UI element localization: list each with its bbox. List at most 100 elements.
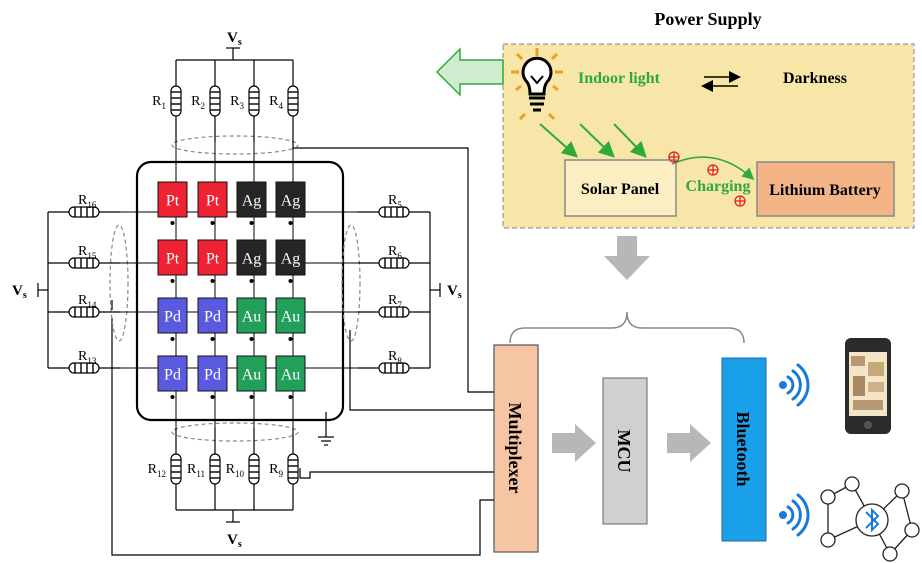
- sensor-material-label: Ag: [281, 251, 301, 268]
- pipeline: Multiplexer MCU Bluetooth: [493, 344, 767, 553]
- sensor-material-label: Pd: [164, 367, 181, 384]
- smartphone-icon: [845, 338, 891, 434]
- power-to-pipeline-arrow: [604, 236, 650, 280]
- resistor-label: R3: [230, 94, 244, 111]
- resistor-R1: R1: [152, 60, 182, 142]
- sensor-material-label: Au: [242, 367, 262, 384]
- mux-to-mcu-arrow: [552, 424, 596, 462]
- sensor-material-label: Au: [281, 309, 301, 326]
- sensor-material-label: Pt: [206, 251, 220, 268]
- charge-plus-icons: [668, 151, 746, 207]
- resistor-R6: R6: [358, 244, 430, 269]
- darkness-label: Darkness: [783, 70, 847, 87]
- vs-label-right: Vs: [447, 283, 462, 301]
- bluetooth-box: [721, 357, 767, 542]
- sensor-cell-ag: Ag: [236, 181, 267, 225]
- sensor-cell-ag: Ag: [275, 181, 306, 225]
- resistor-R4: R4: [269, 60, 299, 142]
- resistor-R13: R13: [48, 349, 120, 374]
- bluetooth-label: Bluetooth: [733, 411, 753, 486]
- light-rays: [539, 123, 647, 158]
- resistor-R11: R11: [187, 428, 221, 510]
- sensor-material-label: Pd: [204, 309, 221, 326]
- swap-arrows-icon: [701, 71, 741, 92]
- power-supply-title: Power Supply: [654, 9, 761, 29]
- sensor-material-label: Pt: [166, 193, 180, 210]
- mcu-to-bluetooth-arrow: [667, 424, 711, 462]
- resistor-label: R5: [388, 193, 402, 210]
- resistor-label: R15: [78, 244, 97, 261]
- resistor-R3: R3: [230, 60, 260, 142]
- multiplexer-label: Multiplexer: [505, 403, 525, 494]
- vs-label-bottom: Vs: [227, 532, 242, 550]
- supply-labels: Vs Vs Vs Vs: [12, 30, 462, 550]
- resistor-label: R11: [187, 462, 205, 479]
- sensor-material-label: Ag: [281, 193, 301, 210]
- resistor-R9: R9: [269, 428, 299, 510]
- bluetooth-network-icon: [820, 476, 920, 562]
- resistor-R5: R5: [358, 193, 430, 218]
- lithium-battery-label: Lithium Battery: [769, 182, 881, 199]
- resistor-label: R16: [78, 193, 97, 210]
- resistor-label: R4: [269, 94, 283, 111]
- sensor-cell-au: Au: [236, 297, 267, 341]
- sensor-array-circuit: [37, 47, 494, 556]
- sensor-cell-pd: Pd: [157, 355, 188, 399]
- sensor-material-label: Pd: [164, 309, 181, 326]
- resistor-R16: R16: [48, 193, 120, 218]
- vs-label-top: Vs: [227, 30, 242, 48]
- sensor-cell-au: Au: [275, 355, 306, 399]
- sensor-material-label: Pt: [166, 251, 180, 268]
- sensor-material-label: Ag: [242, 251, 262, 268]
- resistor-label: R6: [388, 244, 402, 261]
- resistor-R8: R8: [358, 349, 430, 374]
- sensor-material-label: Pd: [204, 367, 221, 384]
- resistor-label: R12: [148, 462, 166, 479]
- sensor-material-label: Pt: [206, 193, 220, 210]
- mcu-box: [602, 377, 648, 525]
- sensor-cell-pt: Pt: [197, 181, 228, 225]
- sensor-material-label: Au: [242, 309, 262, 326]
- mcu-label: MCU: [614, 430, 634, 473]
- sensor-cell-pd: Pd: [197, 355, 228, 399]
- resistor-label: R8: [388, 349, 402, 366]
- resistor-label: R10: [226, 462, 245, 479]
- multiplexer-box: [493, 344, 539, 553]
- resistor-label: R1: [152, 94, 166, 111]
- power-supply-group: Power Supply Indoor light Darkness: [502, 9, 915, 229]
- sensor-cell-pd: Pd: [157, 297, 188, 341]
- lithium-battery-box: [756, 161, 895, 217]
- wireless-signal-icon: [779, 363, 810, 407]
- resistor-R2: R2: [191, 60, 221, 142]
- sensor-material-label: Ag: [242, 193, 262, 210]
- resistor-R15: R15: [48, 244, 120, 269]
- resistor-R14: R14: [48, 293, 120, 318]
- charging-label: Charging: [686, 178, 751, 195]
- power-to-array-arrow: [435, 47, 504, 97]
- vs-label-left: Vs: [12, 283, 27, 301]
- sensor-cell-ag: Ag: [275, 239, 306, 283]
- sensor-cell-pt: Pt: [157, 239, 188, 283]
- charging-arrow: [671, 156, 755, 180]
- sensor-cell-pt: Pt: [197, 239, 228, 283]
- power-flow-arrows: [435, 47, 711, 462]
- sensor-cell-ag: Ag: [236, 239, 267, 283]
- sensor-cell-au: Au: [275, 297, 306, 341]
- pipeline-bracket: [509, 311, 745, 344]
- sensor-cell-pt: Pt: [157, 181, 188, 225]
- light-bulb-icon: [511, 48, 563, 121]
- resistor-label: R9: [269, 462, 283, 479]
- resistor-label: R2: [191, 94, 205, 111]
- resistor-label: R13: [78, 349, 97, 366]
- sensor-cell-au: Au: [236, 355, 267, 399]
- sensor-cell-pd: Pd: [197, 297, 228, 341]
- resistor-R12: R12: [148, 428, 182, 510]
- resistor-label: R7: [388, 293, 402, 310]
- resistor-R7: R7: [358, 293, 430, 318]
- resistor-label: R14: [78, 293, 97, 310]
- wireless-signal-icon: [779, 493, 810, 537]
- solar-panel-label: Solar Panel: [581, 181, 660, 198]
